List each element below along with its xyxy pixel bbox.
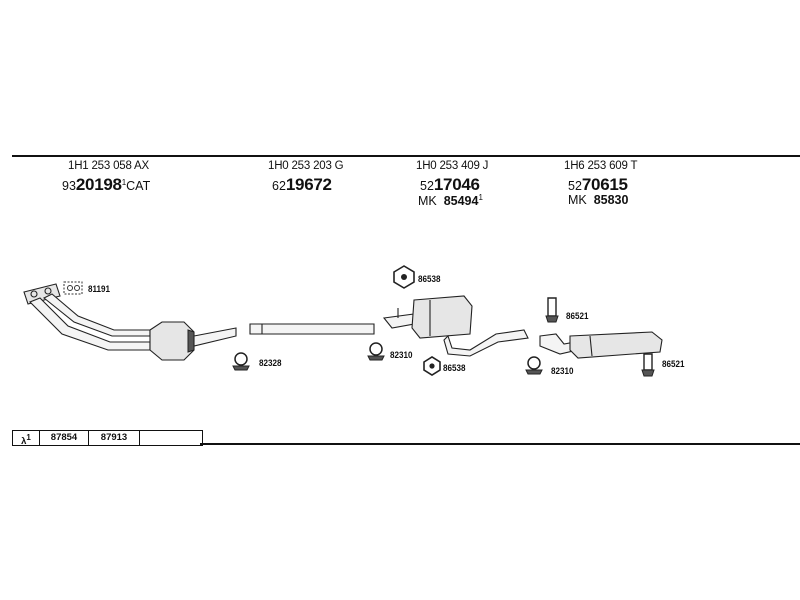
part-prefix-1: 93 bbox=[62, 179, 76, 193]
oe-number-4: 1H6 253 609 T bbox=[564, 160, 638, 172]
mk-number-4: 85830 bbox=[593, 193, 629, 207]
mk-prefix-4: MK bbox=[568, 193, 587, 207]
hanger-icon-86538-bottom bbox=[423, 356, 441, 376]
oe-number-3: 1H0 253 409 J bbox=[416, 160, 489, 172]
clamp-icon-82328 bbox=[232, 352, 250, 371]
footer-lambda-cell: λ1 bbox=[13, 431, 40, 448]
part-prefix-4: 52 bbox=[568, 179, 582, 193]
part-number-1: 93201981CAT bbox=[62, 175, 150, 195]
part-footnote-1: 1 bbox=[121, 177, 127, 187]
mk-number-3: 85494 bbox=[443, 194, 479, 209]
hanger-icon-86538-top bbox=[393, 265, 415, 289]
label-86538-bottom: 86538 bbox=[443, 363, 466, 374]
mount-kit-4: MK 85830 bbox=[568, 193, 628, 207]
oe-number-2: 1H0 253 203 G bbox=[268, 160, 344, 172]
label-86521-bottom: 86521 bbox=[662, 359, 685, 370]
part-number-4: 5270615 bbox=[568, 175, 628, 195]
top-rule bbox=[12, 155, 800, 157]
label-86538-top: 86538 bbox=[418, 274, 441, 285]
mk-footnote-3: 1 bbox=[478, 193, 483, 202]
part-main-4: 70615 bbox=[581, 175, 628, 194]
label-86521-top: 86521 bbox=[566, 311, 589, 322]
footer-footnote: 1 bbox=[26, 433, 31, 442]
part-main-2: 19672 bbox=[285, 175, 332, 194]
hanger-icon-86521-top bbox=[545, 297, 559, 323]
mk-prefix-3: MK bbox=[418, 194, 437, 209]
part-main-3: 17046 bbox=[433, 175, 480, 194]
hanger-icon-86521-bottom bbox=[641, 353, 655, 377]
part-main-1: 20198 bbox=[75, 175, 122, 194]
oe-number-1: 1H1 253 058 AX bbox=[68, 160, 149, 172]
footer-table: λ1 87854 87913 bbox=[12, 430, 203, 448]
part-suffix-1: CAT bbox=[126, 179, 151, 193]
middle-silencer bbox=[382, 295, 529, 357]
footer-cell-1: 87854 bbox=[40, 431, 89, 445]
bottom-rule bbox=[200, 443, 800, 445]
part-prefix-2: 62 bbox=[272, 179, 286, 193]
mount-kit-3: MK 854941 bbox=[418, 193, 483, 208]
part-number-2: 6219672 bbox=[272, 175, 332, 195]
footer-cell-2: 87913 bbox=[89, 431, 140, 445]
label-82310-a: 82310 bbox=[390, 350, 413, 361]
front-pipe-catalyst bbox=[23, 283, 237, 361]
rear-silencer bbox=[539, 331, 663, 359]
footer-cell-3 bbox=[140, 431, 202, 445]
label-82328: 82328 bbox=[259, 358, 282, 369]
part-prefix-3: 52 bbox=[420, 179, 434, 193]
intermediate-pipe bbox=[249, 323, 375, 335]
clamp-icon-82310-b bbox=[525, 356, 543, 375]
label-81191: 81191 bbox=[88, 284, 111, 295]
clamp-icon-82310-a bbox=[367, 342, 385, 361]
gasket-icon bbox=[63, 281, 83, 295]
part-number-3: 5217046 bbox=[420, 175, 480, 195]
label-82310-b: 82310 bbox=[551, 366, 574, 377]
footer-lambda: λ bbox=[21, 436, 27, 448]
